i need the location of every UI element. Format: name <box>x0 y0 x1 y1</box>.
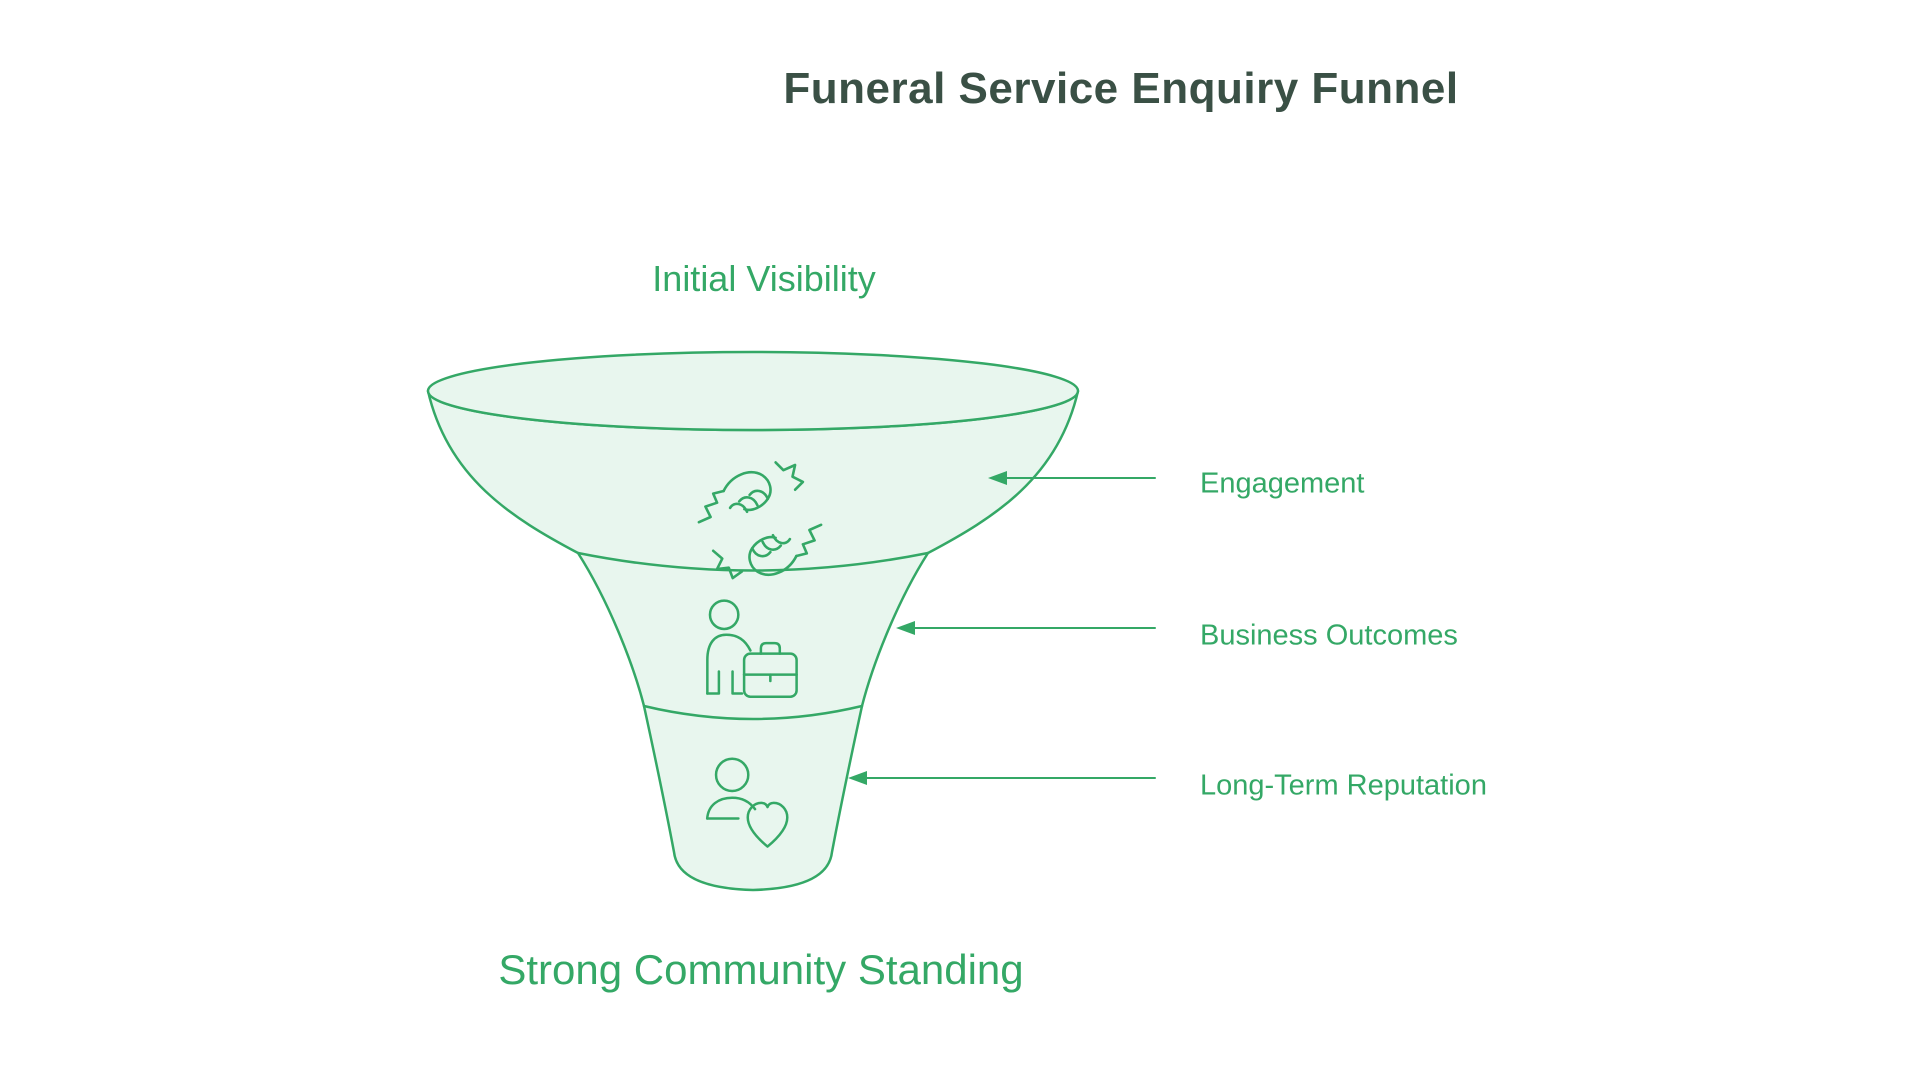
arrow-engagement <box>988 471 1156 485</box>
funnel-top-label: Initial Visibility <box>652 258 876 299</box>
arrow-business-outcomes <box>896 621 1156 635</box>
funnel-bottom-label: Strong Community Standing <box>498 946 1024 993</box>
stage-label-business-outcomes: Business Outcomes <box>1200 619 1458 652</box>
stage-label-engagement: Engagement <box>1200 467 1365 500</box>
funnel-top-rim <box>426 350 1080 432</box>
arrow-long-term-reputation <box>848 771 1156 785</box>
funnel-divider-2 <box>642 704 864 721</box>
funnel-divider-1 <box>576 551 930 572</box>
person-heart-icon <box>705 757 789 848</box>
fist-bump-icon <box>697 461 823 580</box>
page-title: Funeral Service Enquiry Funnel <box>783 64 1459 113</box>
funnel-body <box>426 389 1080 892</box>
person-briefcase-icon <box>706 599 798 698</box>
stage-label-long-term-reputation: Long-Term Reputation <box>1200 769 1487 802</box>
